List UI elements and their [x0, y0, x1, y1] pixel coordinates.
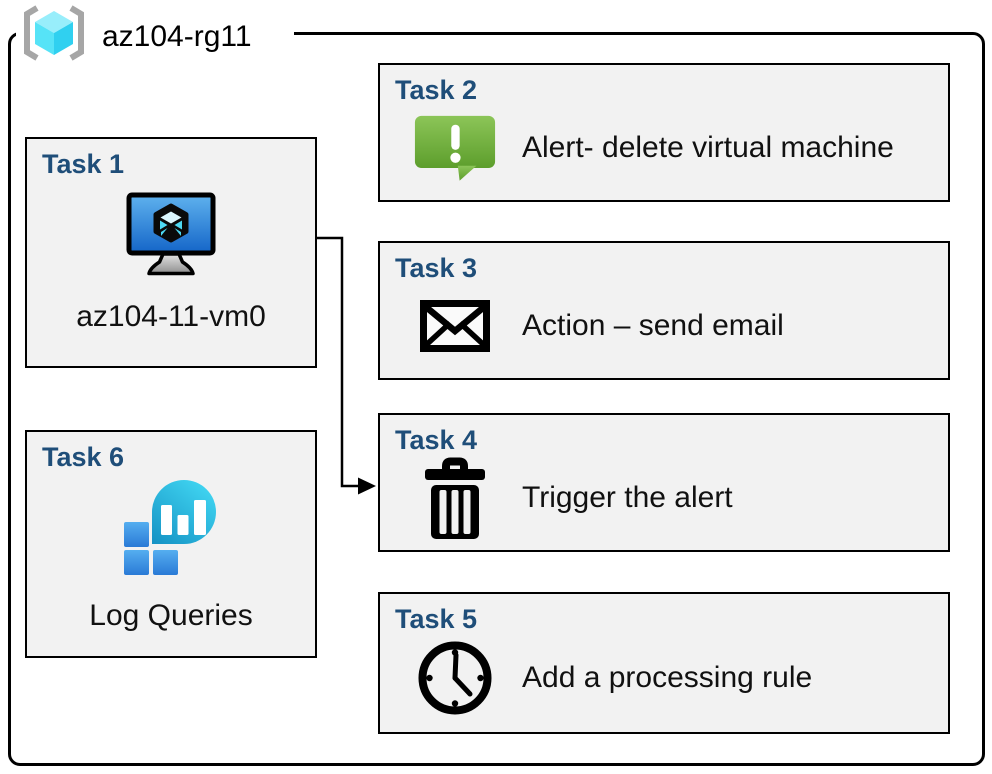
task1-box: Task 1 az104-11-vm0	[25, 137, 317, 368]
task2-box: Task 2 Alert- delete virtual machine	[378, 63, 950, 202]
task1-label: az104-11-vm0	[76, 299, 266, 333]
task3-label: Action – send email	[522, 308, 784, 342]
task3-box: Task 3 Action – send email	[378, 241, 950, 380]
resource-group-title: az104-rg11	[102, 20, 252, 53]
task6-box: Task 6 Log Queries	[25, 430, 317, 658]
task5-box: Task 5 Add a processing rule	[378, 592, 950, 734]
clock-icon	[418, 641, 492, 715]
task4-box: Task 4 Trigger the alert	[378, 413, 950, 552]
resource-group-header: az104-rg11	[20, 4, 252, 62]
email-icon	[420, 299, 490, 352]
task5-heading: Task 5	[395, 604, 478, 634]
task6-heading: Task 6	[42, 442, 125, 472]
task4-label: Trigger the alert	[522, 480, 733, 514]
alert-icon	[414, 115, 496, 181]
resource-group-label-gap	[16, 24, 294, 44]
trash-icon	[425, 457, 485, 539]
task6-label: Log Queries	[89, 598, 253, 632]
task2-heading: Task 2	[395, 75, 478, 105]
task1-heading: Task 1	[42, 149, 125, 179]
task4-heading: Task 4	[395, 425, 478, 455]
virtual-machine-icon	[126, 192, 216, 275]
task5-label: Add a processing rule	[522, 661, 813, 695]
log-analytics-icon	[123, 479, 216, 575]
task3-heading: Task 3	[395, 253, 478, 283]
task2-label: Alert- delete virtual machine	[522, 130, 894, 164]
resource-group-icon	[24, 5, 84, 61]
